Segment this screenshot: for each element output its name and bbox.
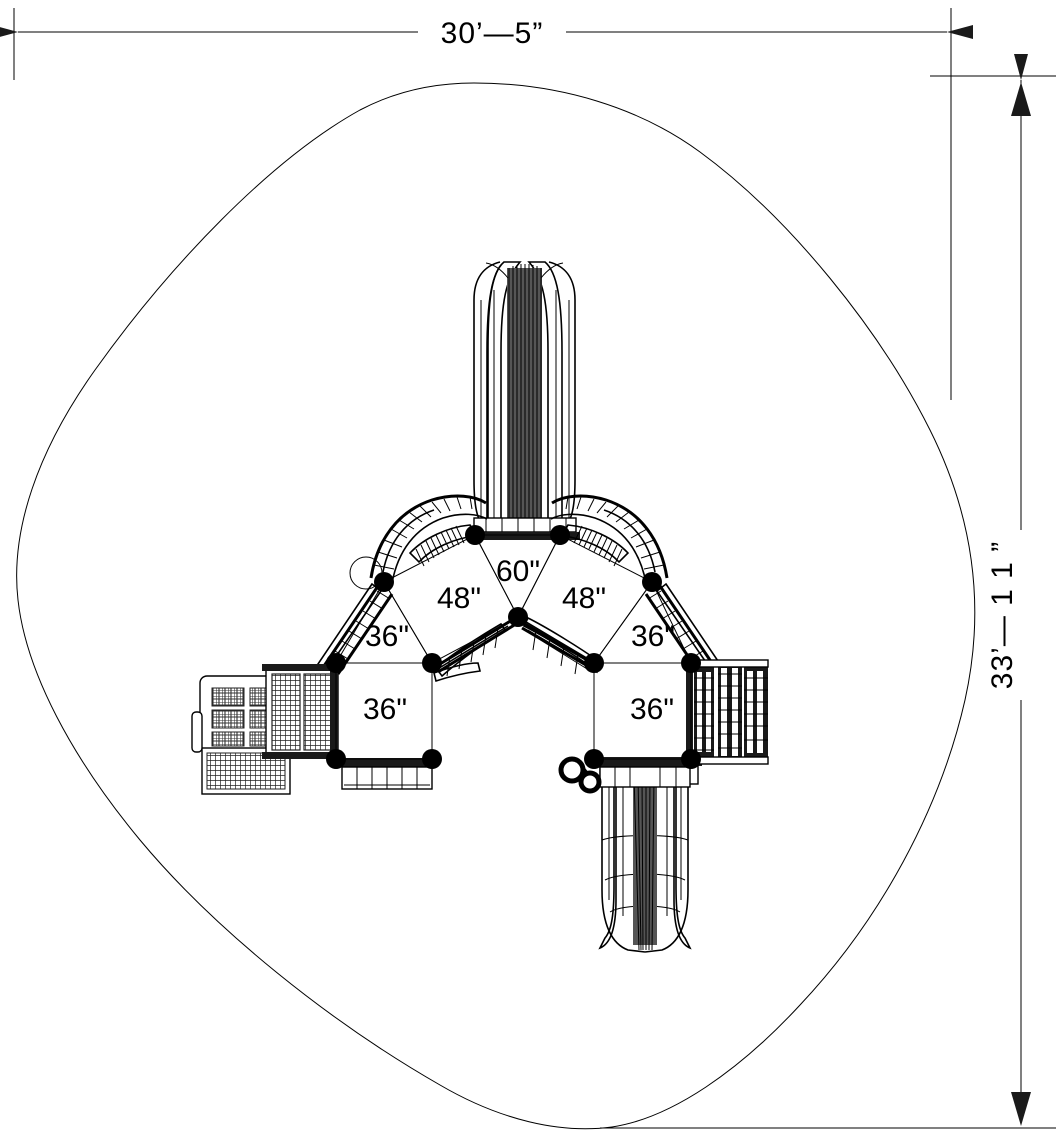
deck-label-36-upper-right: 36" (631, 620, 675, 653)
dimension-vertical (600, 54, 1056, 1129)
entry-steps-right (598, 758, 692, 788)
overhead-rings (558, 756, 602, 794)
deck-outlines (335, 534, 692, 760)
vertical-dimension-label: 33’— 1 1 ” (986, 541, 1019, 689)
arched-climber-left (349, 494, 488, 590)
tube-slide-north (470, 261, 580, 540)
v-shaped-bridge (433, 616, 602, 683)
entry-steps-left (340, 758, 434, 790)
deck-label-36-upper-left: 36" (365, 620, 409, 653)
climbing-panel-left (191, 662, 340, 795)
deck-label-48-right: 48" (562, 582, 606, 615)
deck-label-36-lower-left: 36" (363, 693, 407, 726)
deck-label-36-lower-right: 36" (630, 693, 674, 726)
horizontal-dimension-label: 30’—5” (441, 17, 544, 50)
dimension-horizontal (0, 8, 973, 400)
use-zone-boundary (16, 82, 976, 1130)
deck-label-48-left: 48" (437, 582, 481, 615)
rock-wall-right (686, 659, 769, 765)
deck-label-60-center-top: 60" (496, 555, 540, 588)
deck-labels: 60" 48" 48" 36" 36" 36" 36" (363, 555, 675, 726)
deck-nodes (326, 525, 701, 769)
